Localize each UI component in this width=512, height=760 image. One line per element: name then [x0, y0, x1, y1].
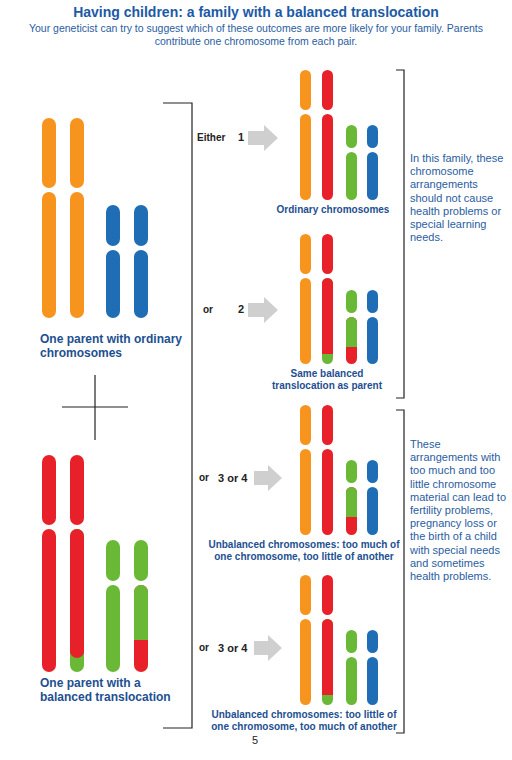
parent-caption: One parent with a balanced translocation — [40, 676, 190, 705]
option-word: or — [203, 304, 213, 316]
bracket — [62, 70, 404, 733]
callout-number: 2 — [238, 303, 244, 316]
note: These arrangements with too much and too… — [410, 438, 508, 583]
callout-number: 1 — [238, 131, 244, 144]
title: Having children: a family with a balance… — [0, 4, 512, 21]
page-number: 5 — [252, 734, 258, 747]
outcome-caption: Same balanced translocation as parent — [262, 368, 392, 392]
parent-caption: One parent with ordinary chromosomes — [40, 332, 190, 361]
option-word: or — [199, 642, 209, 654]
outcome-caption: Ordinary chromosomes — [270, 204, 396, 216]
callout-number: 3 or 4 — [218, 472, 247, 485]
outcome-caption: Unbalanced chromosomes: too little of on… — [208, 709, 400, 733]
callout-number: 3 or 4 — [218, 642, 247, 655]
note: In this family, these chromosome arrange… — [410, 152, 508, 244]
option-word: Either — [197, 132, 225, 144]
outcome-caption: Unbalanced chromosomes: too much of one … — [208, 539, 400, 563]
subtitle: Your geneticist can try to suggest which… — [14, 22, 498, 47]
option-word: or — [199, 472, 209, 484]
